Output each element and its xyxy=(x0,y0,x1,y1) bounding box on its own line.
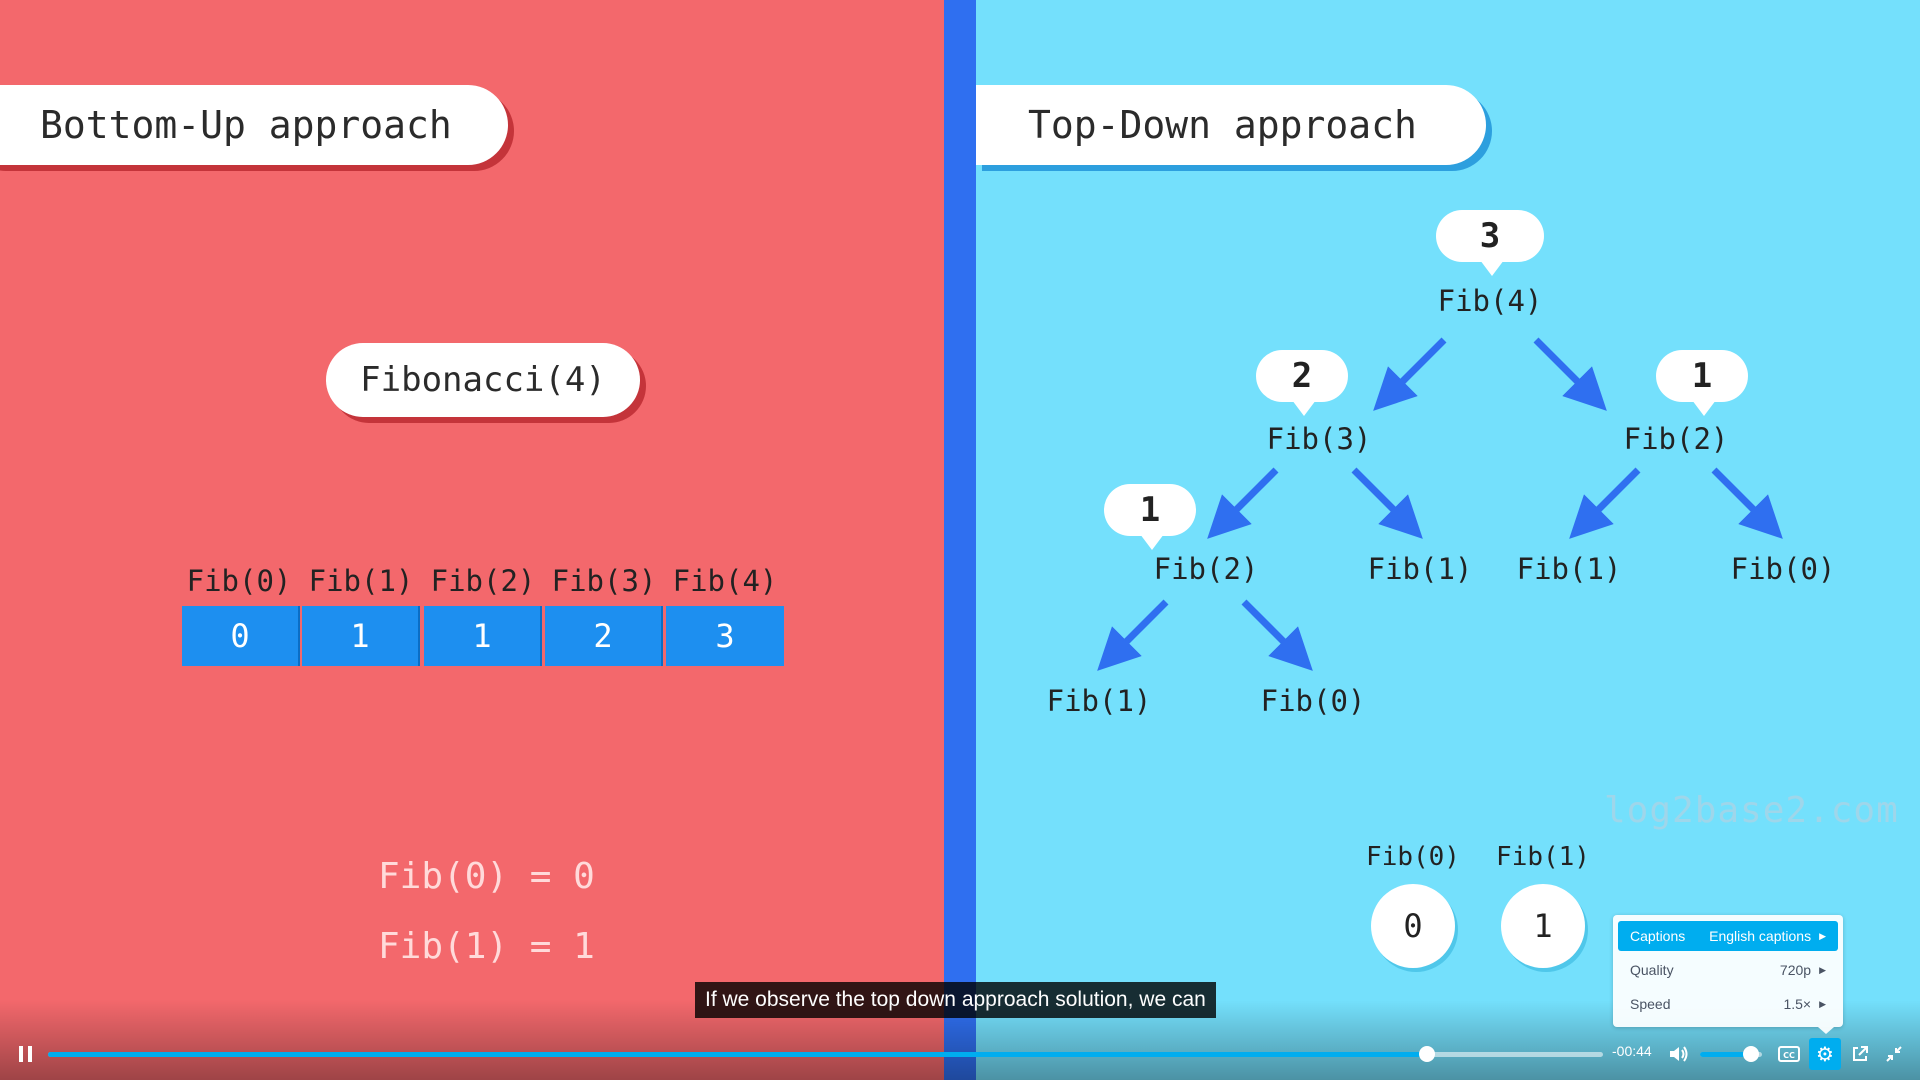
array-header-3: Fib(3) xyxy=(551,564,657,598)
menu-speed-label: Speed xyxy=(1630,996,1671,1012)
tree-arrow xyxy=(1351,467,1423,539)
menu-item-quality[interactable]: Quality 720p ▶ xyxy=(1618,955,1838,985)
top-down-title: Top-Down approach xyxy=(976,85,1486,165)
menu-quality-label: Quality xyxy=(1630,962,1674,978)
result-bubble-root: 3 xyxy=(1436,210,1544,276)
result-bubble-fib2-right: 1 xyxy=(1656,350,1748,416)
bottom-up-panel xyxy=(0,0,944,1080)
menu-speed-value: 1.5× xyxy=(1783,996,1812,1012)
tree-node-fib1-a: Fib(1) xyxy=(1367,552,1473,586)
array-header-1: Fib(1) xyxy=(308,564,414,598)
result-bubble-fib2-left: 1 xyxy=(1104,484,1196,550)
array-header-4: Fib(4) xyxy=(672,564,778,598)
array-cell-1: 1 xyxy=(302,606,420,666)
base-case-fib0: Fib(0) = 0 xyxy=(378,856,595,897)
volume-icon[interactable] xyxy=(1666,1041,1692,1067)
tree-arrow xyxy=(1373,337,1447,411)
settings-button[interactable] xyxy=(1809,1038,1841,1070)
memo-circle-1: 1 xyxy=(1501,884,1585,968)
watermark-logo: log2base2.com xyxy=(1604,790,1899,831)
settings-menu: Captions English captions ▶ Quality 720p ▶… xyxy=(1613,915,1843,1027)
controls-gradient xyxy=(0,1000,1920,1080)
settings-menu-pointer xyxy=(1818,1027,1834,1034)
array-header-2: Fib(2) xyxy=(430,564,536,598)
menu-captions-label: Captions xyxy=(1630,928,1686,944)
gear-icon[interactable]: ⚙ xyxy=(1816,1042,1834,1066)
top-down-panel xyxy=(976,0,1920,1080)
tree-arrow xyxy=(1207,467,1279,539)
tree-arrow xyxy=(1711,467,1783,539)
base-case-fib1: Fib(1) = 1 xyxy=(378,926,595,967)
menu-quality-value: 720p xyxy=(1779,962,1812,978)
tree-arrow xyxy=(1097,599,1169,671)
exit-fullscreen-icon[interactable] xyxy=(1881,1041,1907,1067)
array-cell-0: 0 xyxy=(182,606,300,666)
menu-item-captions[interactable]: Captions English captions ▶ xyxy=(1618,921,1838,951)
external-link-icon[interactable] xyxy=(1847,1041,1873,1067)
svg-text:CC: CC xyxy=(1783,1051,1795,1060)
tree-node-fib0-a: Fib(0) xyxy=(1730,552,1836,586)
array-cell-2: 1 xyxy=(424,606,542,666)
seek-bar-thumb[interactable] xyxy=(1419,1046,1436,1062)
pause-icon[interactable] xyxy=(12,1040,40,1068)
volume-slider-thumb[interactable] xyxy=(1742,1046,1759,1062)
captions-icon[interactable]: CC xyxy=(1776,1041,1802,1067)
array-header-0: Fib(0) xyxy=(186,564,292,598)
fibonacci-call-label: Fibonacci(4) xyxy=(326,343,640,417)
seek-bar-played xyxy=(48,1052,1428,1057)
volume-slider[interactable] xyxy=(1700,1046,1762,1062)
array-cell-4: 3 xyxy=(666,606,784,666)
chevron-right-icon: ▶ xyxy=(1819,998,1826,1009)
time-remaining: -00:44 xyxy=(1612,1043,1652,1059)
result-bubble-fib3: 2 xyxy=(1256,350,1348,416)
tree-node-fib2-right: Fib(2) xyxy=(1623,422,1729,456)
chevron-right-icon: ▶ xyxy=(1819,964,1826,975)
panel-divider xyxy=(944,0,976,1080)
tree-node-fib3: Fib(3) xyxy=(1266,422,1372,456)
tree-node-fib1-c: Fib(1) xyxy=(1046,684,1152,718)
tree-node-fib0-b: Fib(0) xyxy=(1260,684,1366,718)
subtitle-caption: If we observe the top down approach solu… xyxy=(695,982,1216,1018)
tree-arrow xyxy=(1241,599,1313,671)
tree-node-root: Fib(4) xyxy=(1437,284,1543,318)
tree-arrow xyxy=(1533,337,1607,411)
tree-node-fib1-b: Fib(1) xyxy=(1516,552,1622,586)
volume-slider-level xyxy=(1700,1052,1751,1057)
seek-bar[interactable] xyxy=(48,1046,1603,1062)
memo-label-fib0: Fib(0) xyxy=(1366,842,1460,872)
array-cell-3: 2 xyxy=(545,606,663,666)
chevron-right-icon: ▶ xyxy=(1819,930,1826,941)
menu-item-speed[interactable]: Speed 1.5× ▶ xyxy=(1618,989,1838,1019)
memo-circle-0: 0 xyxy=(1371,884,1455,968)
tree-node-fib2-left: Fib(2) xyxy=(1153,552,1259,586)
tree-arrow xyxy=(1569,467,1641,539)
menu-captions-value: English captions xyxy=(1709,928,1812,944)
bottom-up-title: Bottom-Up approach xyxy=(0,85,508,165)
memo-label-fib1: Fib(1) xyxy=(1496,842,1590,872)
